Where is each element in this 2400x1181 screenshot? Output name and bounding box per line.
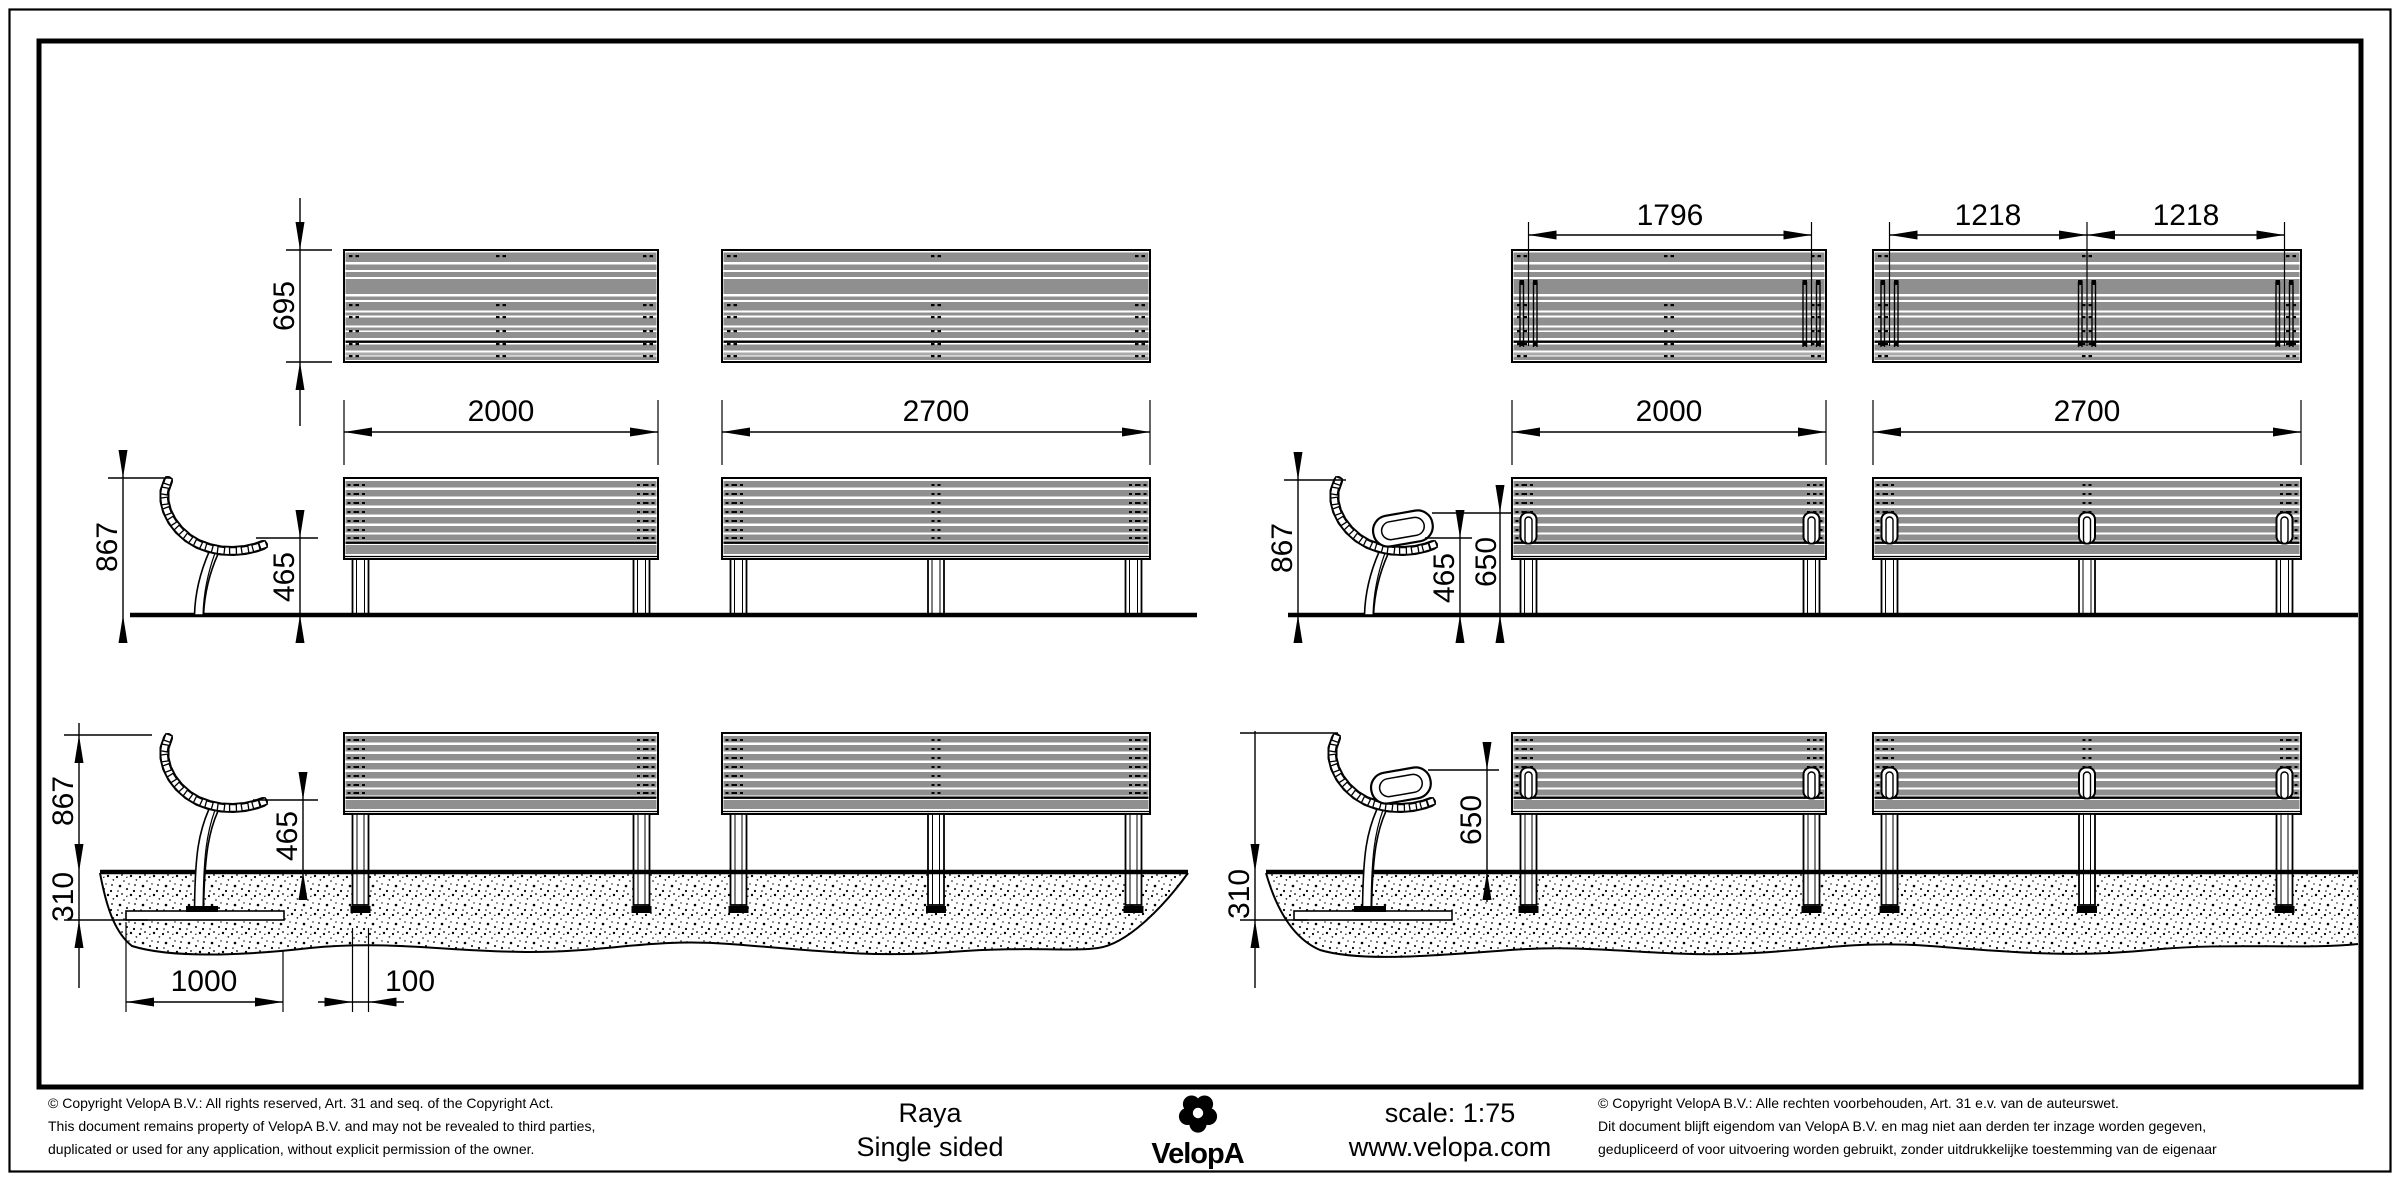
dim-label-legspan-1218-b: 1218 — [2153, 199, 2220, 232]
dim-label-length-2000-left: 2000 — [468, 395, 535, 428]
website-url: www.velopa.com — [1348, 1132, 1552, 1162]
copyright-en-line1: © Copyright VelopA B.V.: All rights rese… — [48, 1095, 554, 1111]
product-name: Raya — [898, 1098, 962, 1128]
dim-label-legspan-1218-a: 1218 — [1955, 199, 2022, 232]
dim-label-anchor-1000: 1000 — [171, 965, 238, 998]
dim-label-armrest-650-below: 650 — [1455, 795, 1488, 845]
dim-label-legspan-1796: 1796 — [1637, 199, 1704, 232]
dim-label-length-2700-right: 2700 — [2054, 395, 2121, 428]
dim-label-ground-310-left: 310 — [47, 872, 80, 922]
dim-label-seat-465-below: 465 — [271, 811, 304, 861]
drawing-geometry — [8, 8, 2392, 1173]
copyright-dutch: © Copyright VelopA B.V.: Alle rechten vo… — [1598, 1092, 2398, 1161]
dim-label-depth-695: 695 — [268, 281, 301, 331]
copyright-nl-line2: Dit document blijft eigendom van VelopA … — [1598, 1118, 2207, 1134]
velopa-logo: VelopA — [1140, 1090, 1255, 1170]
scale-block: scale: 1:75 www.velopa.com — [1330, 1096, 1570, 1164]
dim-label-height-867-below: 867 — [47, 776, 80, 826]
velopa-flower-icon — [1178, 1095, 1217, 1133]
dim-label-armrest-650: 650 — [1470, 537, 1503, 587]
product-variant: Single sided — [856, 1132, 1004, 1162]
copyright-nl-line1: © Copyright VelopA B.V.: Alle rechten vo… — [1598, 1095, 2119, 1111]
dim-label-offset-100: 100 — [385, 965, 435, 998]
dim-label-height-867-left: 867 — [91, 522, 124, 572]
copyright-en-line2: This document remains property of VelopA… — [48, 1118, 596, 1134]
copyright-english: © Copyright VelopA B.V.: All rights rese… — [48, 1092, 595, 1161]
dim-label-length-2700-left: 2700 — [903, 395, 970, 428]
product-title: Raya Single sided — [830, 1096, 1030, 1164]
copyright-nl-line3: gedupliceerd of voor uitvoering worden g… — [1598, 1141, 2217, 1157]
brand-wordmark: VelopA — [1151, 1138, 1244, 1170]
scale-label: scale: 1:75 — [1384, 1098, 1516, 1128]
dim-label-ground-310-right: 310 — [1223, 869, 1256, 919]
dim-label-seat-465-left: 465 — [268, 552, 301, 602]
dim-label-length-2000-right: 2000 — [1636, 395, 1703, 428]
dim-label-height-867-right: 867 — [1266, 523, 1299, 573]
dim-label-seat-465-right: 465 — [1428, 553, 1461, 603]
copyright-en-line3: duplicated or used for any application, … — [48, 1141, 535, 1157]
